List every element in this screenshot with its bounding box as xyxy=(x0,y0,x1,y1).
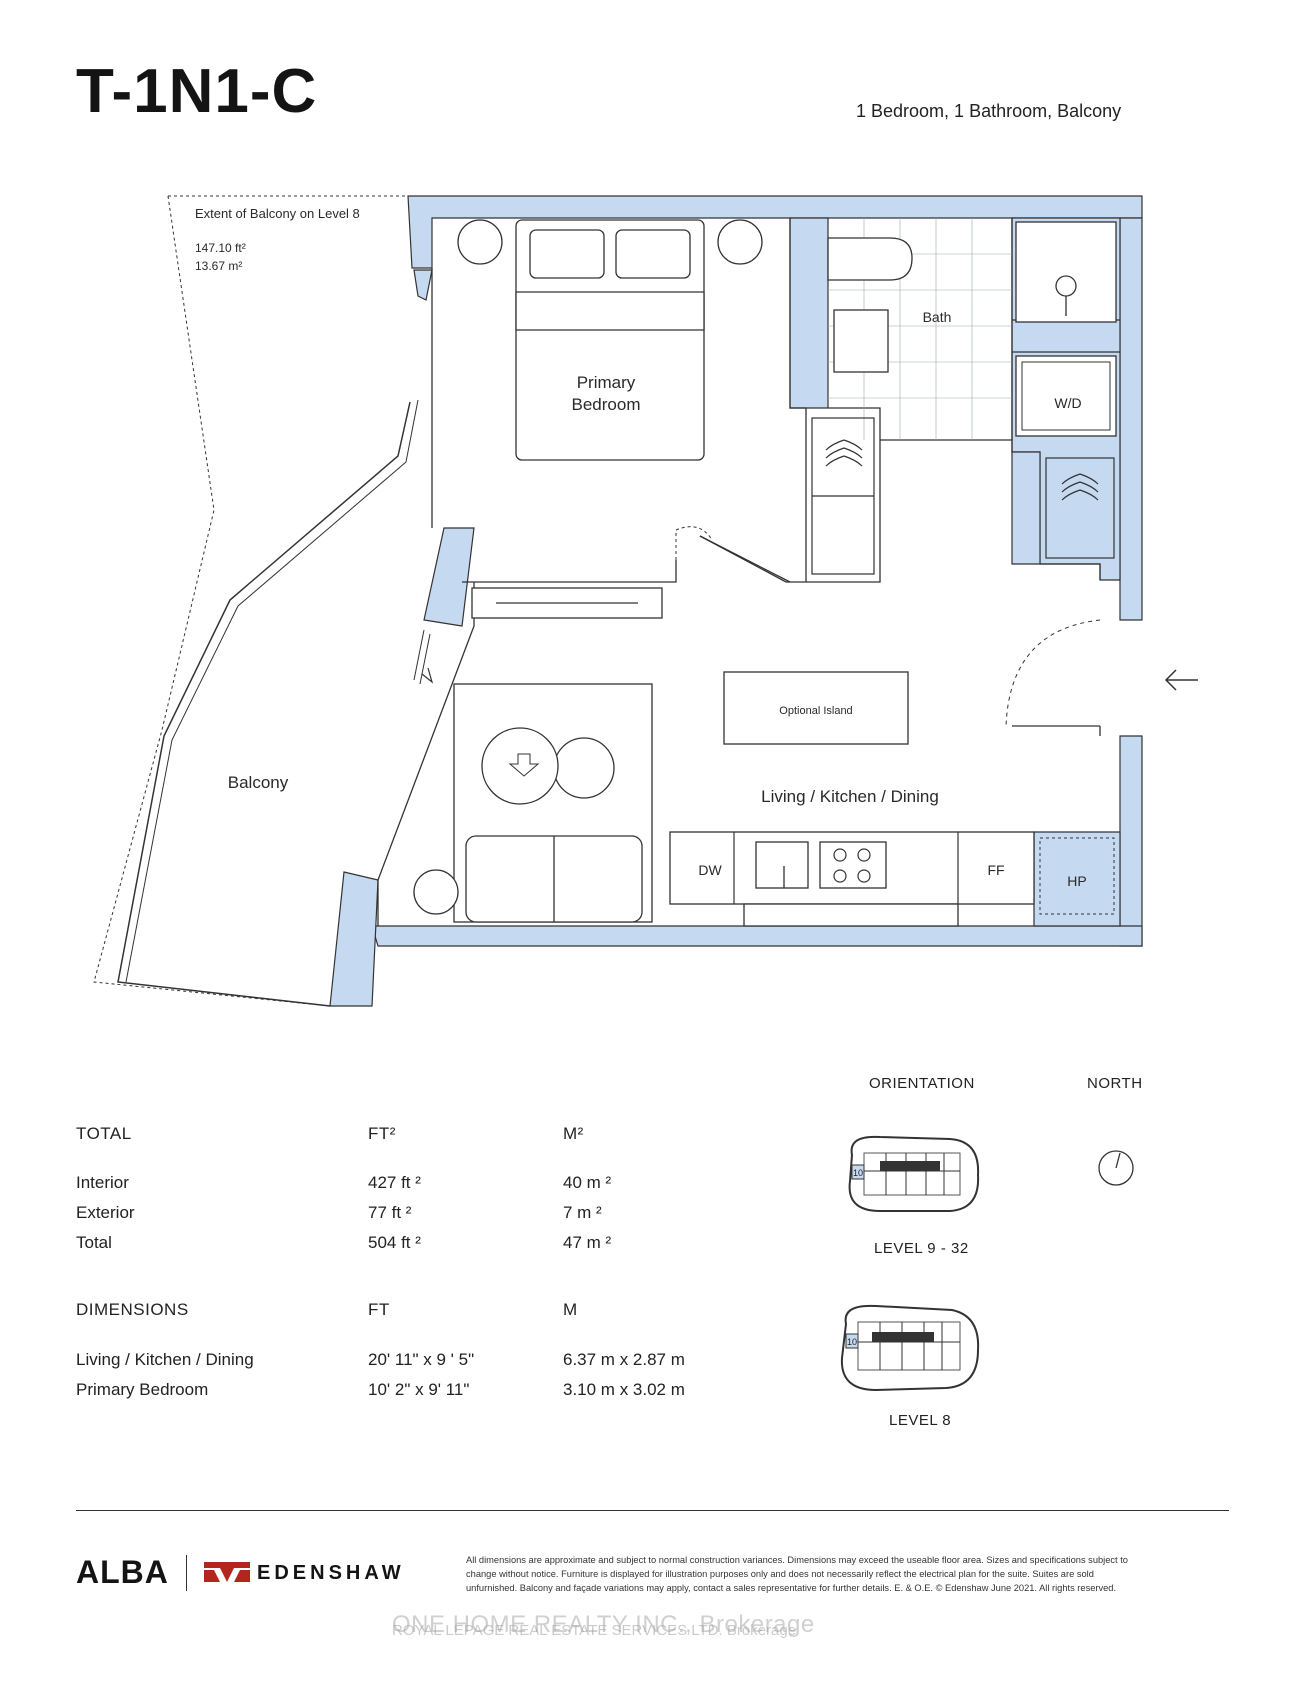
wall-right-upper xyxy=(1119,217,1143,621)
building-keyplan-upper: 10 xyxy=(848,1135,980,1212)
north-heading: NORTH xyxy=(1087,1075,1143,1092)
bath-sink xyxy=(833,309,889,373)
brand-separator xyxy=(186,1555,187,1591)
unit-code-title: T-1N1-C xyxy=(76,57,318,126)
toilet xyxy=(827,237,913,281)
hp-label: HP xyxy=(1067,873,1086,889)
dimension-row-label: Primary Bedroom xyxy=(76,1380,209,1399)
balcony-extent-m: 13.67 m² xyxy=(195,259,242,273)
legal-disclaimer: All dimensions are approximate and subje… xyxy=(466,1555,1128,1593)
cooktop xyxy=(819,841,887,889)
area-row-m: 7 m ² xyxy=(563,1203,602,1222)
orientation-heading: ORIENTATION xyxy=(869,1075,975,1092)
area-row-m: 40 m ² xyxy=(563,1173,612,1192)
wall-right-lower xyxy=(1119,735,1143,947)
dimension-row-ft: 20' 11" x 9 ' 5" xyxy=(368,1350,475,1369)
wall-left-pier-mid xyxy=(423,527,475,627)
entry-arrow xyxy=(1164,669,1198,691)
bath-label: Bath xyxy=(923,309,952,325)
dimension-row-label: Living / Kitchen / Dining xyxy=(76,1350,254,1369)
balcony-extent-ft: 147.10 ft² xyxy=(195,241,246,255)
areas-col-m: M² xyxy=(563,1124,584,1143)
bed xyxy=(515,219,705,461)
living-label: Living / Kitchen / Dining xyxy=(761,787,939,806)
area-row-label: Total xyxy=(76,1233,112,1252)
area-row-ft: 77 ft ² xyxy=(368,1203,412,1222)
level-a-label: LEVEL 9 - 32 xyxy=(874,1240,969,1257)
areas-heading: TOTAL xyxy=(76,1124,132,1143)
watermark-brokerage-secondary: ROYAL LEPAGE REAL ESTATE SERVICES LTD. B… xyxy=(392,1622,797,1639)
wall-closet-left xyxy=(1011,451,1041,565)
unit-description: 1 Bedroom, 1 Bathroom, Balcony xyxy=(856,101,1122,121)
balcony-railing xyxy=(117,401,411,1007)
wall-bottom xyxy=(371,925,1143,947)
north-compass-icon xyxy=(1098,1150,1134,1186)
primary-bedroom-label-1: Primary xyxy=(577,373,636,392)
nightstand-left xyxy=(457,219,503,265)
area-row-m: 47 m ² xyxy=(563,1233,612,1252)
areas-col-ft: FT² xyxy=(368,1124,396,1143)
footer-divider xyxy=(76,1510,1229,1511)
edenshaw-logo-icon xyxy=(204,1562,250,1582)
wall-bath-left xyxy=(789,217,829,409)
balcony-railing-inner xyxy=(125,399,419,983)
svg-text:10: 10 xyxy=(853,1168,863,1178)
balcony-extent-outline xyxy=(93,195,408,1007)
alba-logo: ALBA xyxy=(76,1554,169,1590)
floor-plan: Extent of Balcony on Level 8 147.10 ft² … xyxy=(93,195,1198,1007)
edenshaw-logo: EDENSHAW xyxy=(257,1562,405,1584)
wall-left-pier-bot xyxy=(329,871,379,1007)
dimensions-col-ft: FT xyxy=(368,1300,390,1319)
ff-label: FF xyxy=(987,862,1004,878)
area-row-label: Interior xyxy=(76,1173,129,1192)
balcony-extent-title: Extent of Balcony on Level 8 xyxy=(195,206,360,221)
building-keyplan-lower: 10 xyxy=(840,1304,980,1392)
watermark-brokerage: ONE HOME REALTY INC., Brokerage xyxy=(392,1611,815,1638)
wall-top xyxy=(407,195,1143,269)
level-b-label: LEVEL 8 xyxy=(889,1412,952,1429)
entry-door-swing xyxy=(1005,619,1101,727)
dimension-row-m: 3.10 m x 3.02 m xyxy=(563,1380,685,1399)
wd-label: W/D xyxy=(1054,395,1081,411)
dimensions-col-m: M xyxy=(563,1300,578,1319)
dimension-row-ft: 10' 2" x 9' 11" xyxy=(368,1380,470,1399)
washer-dryer xyxy=(1015,355,1117,437)
area-row-label: Exterior xyxy=(76,1203,135,1222)
optional-island xyxy=(723,671,909,745)
dimension-row-m: 6.37 m x 2.87 m xyxy=(563,1350,685,1369)
dw-label: DW xyxy=(698,862,722,878)
area-row-ft: 504 ft ² xyxy=(368,1233,421,1252)
area-row-ft: 427 ft ² xyxy=(368,1173,421,1192)
balcony-label: Balcony xyxy=(228,773,289,792)
primary-bedroom-label-2: Bedroom xyxy=(572,395,641,414)
side-table xyxy=(553,737,615,799)
island-label: Optional Island xyxy=(779,705,852,717)
side-table-left xyxy=(413,869,459,915)
nightstand-right xyxy=(717,219,763,265)
kitchen-sink xyxy=(755,841,809,889)
svg-text:10: 10 xyxy=(847,1337,857,1347)
dimensions-heading: DIMENSIONS xyxy=(76,1300,189,1319)
wall-left-pier-top xyxy=(413,269,433,301)
